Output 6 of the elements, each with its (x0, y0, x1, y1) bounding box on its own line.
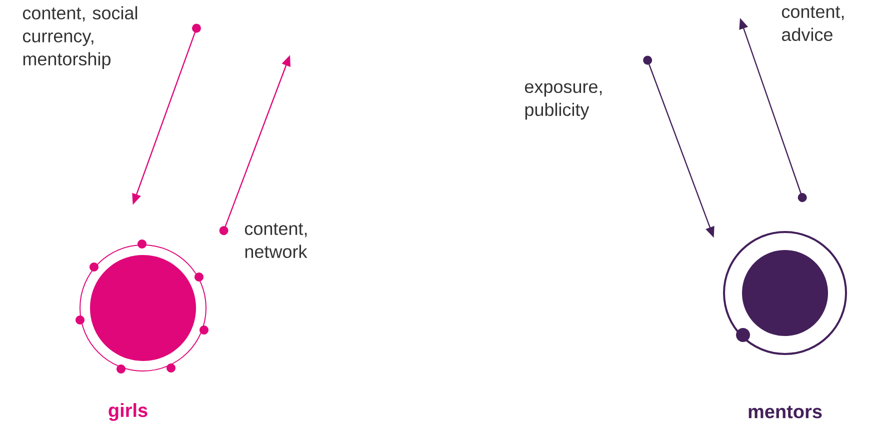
edge-label: content, advice (782, 6, 844, 41)
edge-label: content, network (244, 223, 308, 258)
node-label: mentors (748, 406, 822, 418)
node-label: girls (108, 403, 148, 421)
edge-label: content, social currency, mentorship (22, 6, 138, 69)
edge-label: exposure, publicity (524, 83, 602, 120)
